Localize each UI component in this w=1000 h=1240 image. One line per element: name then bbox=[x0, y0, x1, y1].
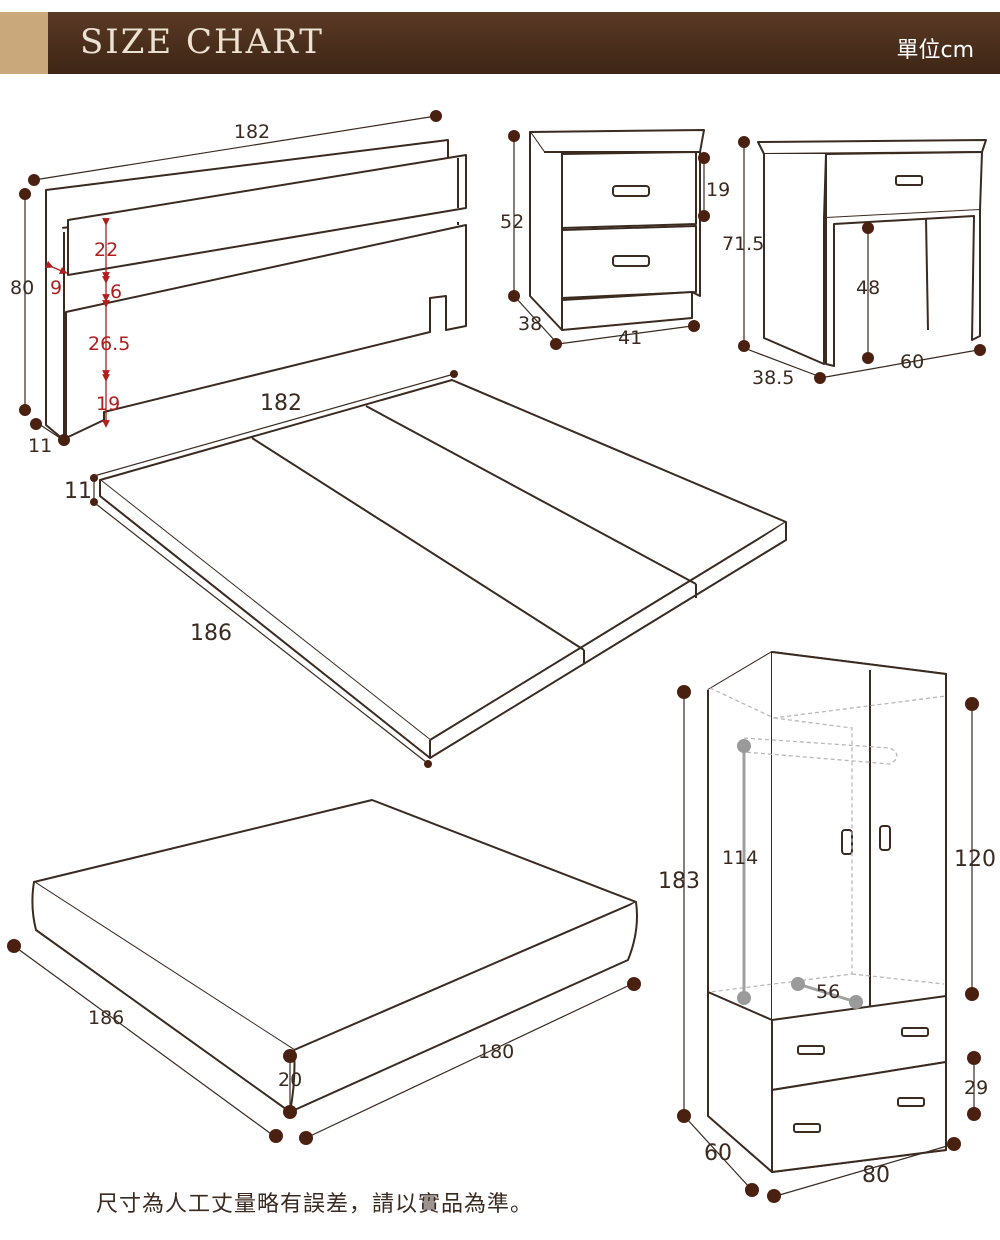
desk-width-label: 60 bbox=[900, 351, 924, 373]
bed-base-width-label: 182 bbox=[260, 391, 302, 416]
headboard-red-dims bbox=[44, 218, 110, 428]
wardrobe-upper-height-label: 120 bbox=[954, 847, 996, 872]
wardrobe-inner-depth-label: 56 bbox=[816, 981, 840, 1003]
wardrobe-dots bbox=[677, 685, 981, 1203]
headboard-leg-label: 19 bbox=[96, 393, 120, 415]
mattress-length-label: 186 bbox=[88, 1007, 124, 1029]
wardrobe-gray-dots bbox=[737, 739, 863, 1009]
mattress-thickness-label: 20 bbox=[278, 1069, 302, 1091]
banner-tab bbox=[0, 12, 48, 74]
mattress-width-label: 180 bbox=[478, 1041, 514, 1063]
nightstand-dims bbox=[513, 136, 705, 345]
desk-height-label: 71.5 bbox=[722, 233, 764, 255]
unit-label: 單位cm bbox=[896, 38, 974, 63]
bed-base-length-label: 186 bbox=[190, 621, 232, 646]
headboard-height-label: 80 bbox=[10, 277, 34, 299]
bed-base-dots bbox=[90, 370, 458, 768]
mattress-dims bbox=[13, 945, 633, 1139]
headboard-dots bbox=[19, 110, 442, 446]
headboard-side-depth-label: 9 bbox=[50, 277, 62, 299]
mattress-drawing bbox=[31, 799, 638, 1113]
banner-title: SIZE CHART bbox=[80, 22, 324, 62]
wardrobe-hanging-height-label: 114 bbox=[722, 847, 758, 869]
desk-dims bbox=[743, 142, 979, 379]
wardrobe-gray-dims bbox=[742, 746, 857, 1004]
mattress-dots bbox=[7, 939, 641, 1145]
bed-base-drawing bbox=[99, 379, 787, 759]
nightstand-dots bbox=[508, 130, 710, 350]
headboard-panel-bottom-label: 26.5 bbox=[88, 333, 130, 355]
size-chart-banner: SIZE CHART 單位cm bbox=[0, 12, 1000, 74]
wardrobe-height-label: 183 bbox=[658, 869, 700, 894]
headboard-drawing bbox=[45, 139, 467, 441]
nightstand-depth-label: 38 bbox=[518, 313, 542, 335]
desk-knee-height-label: 48 bbox=[856, 277, 880, 299]
banner-bar bbox=[48, 12, 1000, 74]
wardrobe-dims bbox=[683, 692, 975, 1197]
desk-dots bbox=[738, 136, 986, 384]
headboard-base-depth-label: 11 bbox=[28, 435, 52, 457]
wardrobe-inner-lines bbox=[709, 687, 947, 993]
headboard-panel-top-label: 22 bbox=[94, 239, 118, 261]
wardrobe-drawing bbox=[707, 651, 947, 1173]
headboard-gap-label: 6 bbox=[110, 281, 122, 303]
desk-drawing bbox=[757, 139, 987, 367]
wardrobe-depth-label: 60 bbox=[704, 1141, 732, 1166]
headboard-width-label: 182 bbox=[234, 121, 270, 143]
nightstand-height-label: 52 bbox=[500, 211, 524, 233]
measurement-note: 尺寸為人工丈量略有誤差，請以實品為準。 bbox=[96, 1192, 534, 1217]
wardrobe-width-label: 80 bbox=[862, 1163, 890, 1188]
nightstand-drawing bbox=[529, 129, 705, 331]
bed-base-thickness-label: 11 bbox=[64, 479, 92, 504]
wardrobe-drawer-label: 29 bbox=[964, 1077, 988, 1099]
desk-depth-label: 38.5 bbox=[752, 367, 794, 389]
nightstand-width-label: 41 bbox=[618, 327, 642, 349]
nightstand-drawer-label: 19 bbox=[706, 179, 730, 201]
